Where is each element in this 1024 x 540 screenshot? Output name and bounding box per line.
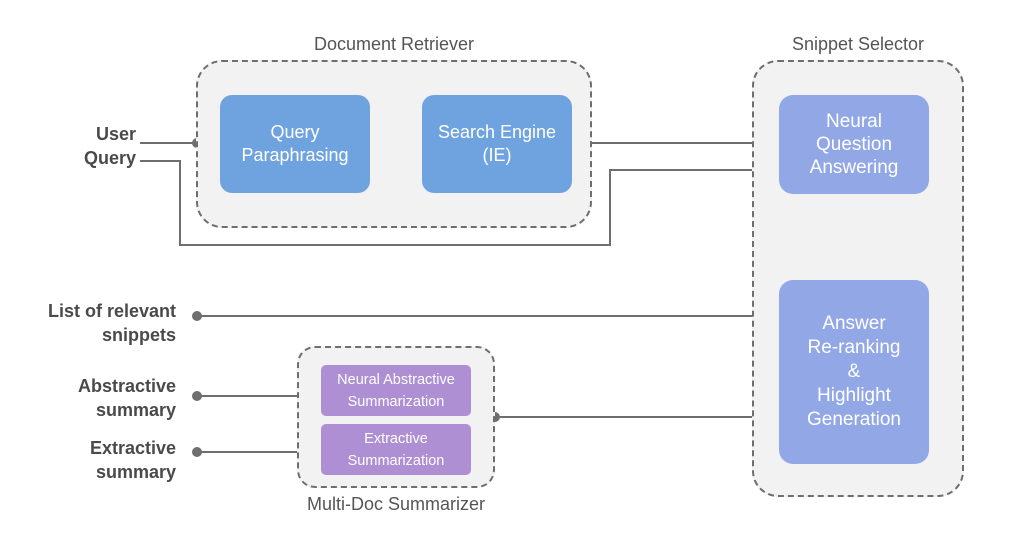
- relevant-snippets-label: List of relevant snippets: [47, 301, 176, 345]
- document-retriever-title: Document Retriever: [313, 34, 475, 54]
- search-engine-node: Search Engine (IE): [422, 95, 572, 193]
- connection-dot: [192, 447, 202, 457]
- connection-dot: [192, 311, 202, 321]
- extractive-summary-label: Extractive summary: [89, 438, 176, 482]
- connection-dot: [192, 391, 202, 401]
- query-paraphrasing-node: Query Paraphrasing: [220, 95, 370, 193]
- abstractive-summary-label: Abstractive summary: [77, 376, 176, 420]
- extractive-summarization-node: Extractive Summarization: [321, 424, 471, 475]
- snippet-selector-title: Snippet Selector: [791, 34, 925, 54]
- neural-abstractive-node: Neural Abstractive Summarization: [321, 365, 471, 416]
- multi-doc-summarizer-title: Multi-Doc Summarizer: [306, 494, 486, 514]
- answer-reranking-node: Answer Re-ranking & Highlight Generation: [779, 280, 929, 464]
- user-query-label: User Query: [83, 124, 136, 168]
- query-bypass-line: [140, 160, 779, 246]
- neural-qa-node: Neural Question Answering: [779, 95, 929, 194]
